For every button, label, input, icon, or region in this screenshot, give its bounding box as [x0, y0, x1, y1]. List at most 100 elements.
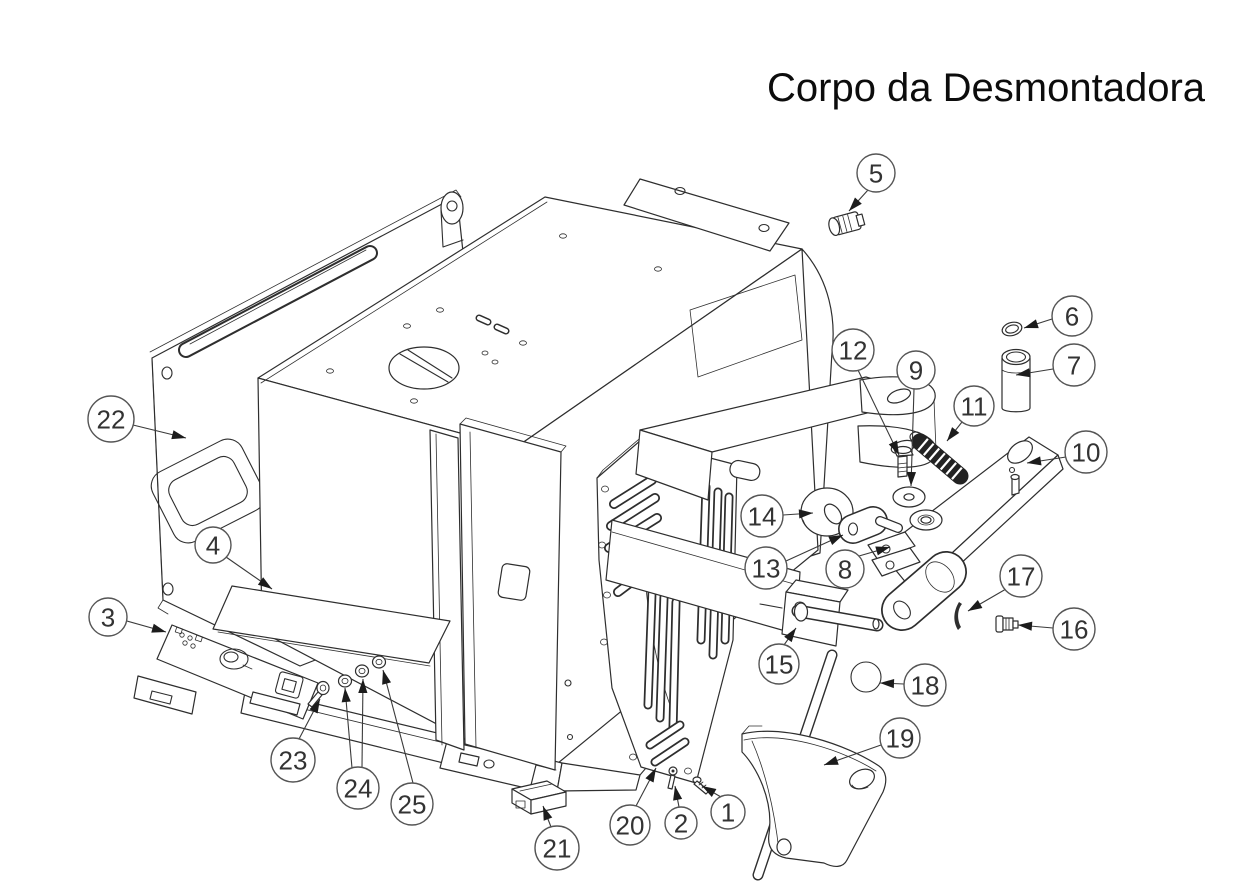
leader-arrowhead-2	[673, 786, 683, 801]
callout-number-17: 17	[1007, 561, 1036, 591]
callout-balloon-15	[758, 643, 800, 685]
callout-number-8: 8	[838, 554, 852, 584]
top-mounting-strip	[623, 178, 790, 252]
callout-number-20: 20	[616, 810, 645, 840]
leader-arrowhead-3	[151, 623, 166, 633]
callout-balloon-9	[896, 350, 936, 390]
leader-arrowhead-4	[257, 577, 272, 589]
decal-icons	[174, 626, 304, 699]
callout-balloon-5	[856, 153, 896, 193]
callout-number-4: 4	[206, 530, 220, 560]
callout-19: 19	[823, 717, 921, 766]
leader-arrowhead-9	[906, 471, 917, 486]
pedal-support	[133, 675, 197, 715]
leader-arrowhead-25	[382, 670, 392, 685]
guard-hole	[849, 768, 875, 790]
bolt-part23	[307, 680, 330, 708]
callout-9: 9	[896, 350, 936, 487]
callout-number-18: 18	[911, 670, 940, 700]
callout-balloon-16	[1052, 607, 1096, 651]
pedal-decal-strip-part3	[133, 624, 319, 720]
callout-balloon-14	[740, 494, 784, 538]
support-beam	[605, 376, 937, 635]
roller-part13	[838, 506, 903, 544]
callout-14: 14	[740, 494, 814, 538]
deflector-chute-part4	[212, 585, 451, 667]
washers-part24	[337, 664, 370, 688]
diagram-title: Corpo da Desmontadora	[767, 66, 1206, 110]
side-column	[429, 429, 465, 751]
callout-17: 17	[967, 554, 1043, 612]
callout-balloon-4	[194, 526, 232, 564]
plug-part5	[828, 211, 866, 237]
callout-number-7: 7	[1067, 350, 1081, 380]
callout-number-21: 21	[543, 833, 572, 863]
leader-arrowhead-11	[947, 427, 960, 441]
callout-10: 10	[1026, 430, 1108, 474]
callout-balloon-2	[664, 806, 698, 840]
ring-part6	[1001, 321, 1023, 337]
callout-balloon-19	[879, 717, 921, 759]
callout-number-25: 25	[398, 789, 427, 819]
callout-number-10: 10	[1072, 437, 1101, 467]
callout-balloon-21	[534, 825, 580, 871]
callout-number-23: 23	[279, 745, 308, 775]
leader-arrowhead-16	[1018, 621, 1033, 631]
callout-balloon-12	[831, 328, 875, 372]
callout-number-1: 1	[721, 797, 735, 827]
leader-arrowhead-8	[875, 546, 890, 556]
leader-line-9	[910, 388, 915, 487]
leader-arrowhead-24	[341, 688, 351, 703]
leader-arrowhead-24	[358, 679, 368, 694]
callout-12: 12	[831, 328, 900, 456]
callout-18: 18	[879, 663, 947, 707]
pin-part7	[1001, 348, 1031, 413]
callout-22: 22	[87, 395, 187, 443]
callout-balloon-13	[744, 546, 788, 590]
leader-arrowhead-5	[849, 197, 862, 211]
callout-balloon-11	[953, 385, 995, 427]
arm-pivot-hole	[1007, 440, 1033, 464]
callout-balloon-17	[999, 554, 1043, 598]
leader-arrowhead-15	[784, 628, 796, 643]
nut-part16	[995, 615, 1019, 633]
block-part21	[511, 780, 567, 815]
callout-1: 1	[701, 785, 746, 830]
leader-arrowhead-12	[888, 440, 899, 455]
callout-11: 11	[946, 385, 995, 442]
callout-balloon-10	[1064, 430, 1108, 474]
swing-arm-part10	[867, 436, 1064, 631]
washer-stack	[892, 486, 943, 531]
callout-15: 15	[758, 627, 800, 685]
guard-part19	[741, 725, 887, 867]
callout-25: 25	[382, 669, 434, 826]
callout-2: 2	[664, 785, 698, 840]
callout-number-9: 9	[909, 355, 923, 385]
callout-number-3: 3	[101, 602, 115, 632]
callout-number-11: 11	[961, 391, 988, 421]
leader-arrowhead-13	[828, 535, 843, 545]
callout-balloon-20	[609, 804, 651, 846]
clip-part17	[954, 602, 962, 630]
callout-balloon-3	[88, 597, 128, 637]
callout-8: 8	[825, 546, 891, 589]
screw-part2	[667, 766, 678, 790]
callout-4: 4	[194, 526, 273, 590]
leader-arrowhead-23	[309, 699, 320, 714]
leader-arrowhead-19	[824, 756, 839, 765]
leader-arrowhead-10	[1027, 456, 1042, 466]
callout-number-6: 6	[1065, 301, 1079, 331]
callout-23: 23	[270, 698, 321, 783]
hinge-bracket	[440, 191, 464, 248]
spring-part11	[909, 431, 969, 485]
callout-number-5: 5	[869, 158, 883, 188]
callout-number-12: 12	[839, 335, 868, 365]
leader-arrowhead-14	[798, 509, 813, 519]
leader-arrowhead-21	[543, 806, 553, 821]
column-cutout	[497, 563, 531, 601]
pin-part15	[791, 602, 884, 632]
top-face-holes	[326, 233, 662, 404]
callout-balloon-24	[336, 766, 380, 810]
